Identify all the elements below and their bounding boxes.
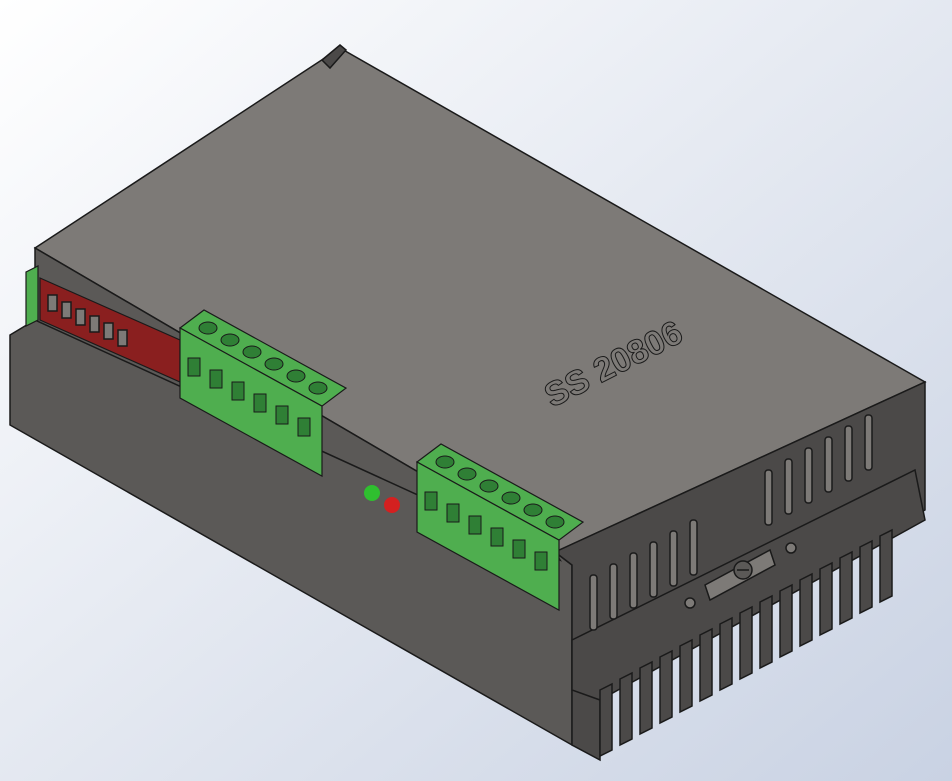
terminal-wire-port[interactable] bbox=[253, 393, 267, 413]
terminal-block-front bbox=[416, 460, 560, 612]
dip-switch[interactable] bbox=[117, 329, 128, 347]
heatsink-fin bbox=[739, 605, 753, 681]
housing-rear-lip bbox=[320, 44, 348, 70]
dip-switch[interactable] bbox=[61, 301, 72, 319]
terminal-wire-port[interactable] bbox=[490, 527, 504, 547]
vent-slot bbox=[804, 447, 813, 504]
terminal-wire-port[interactable] bbox=[512, 539, 526, 559]
terminal-screw-icon[interactable] bbox=[479, 479, 499, 493]
terminal-screw-icon[interactable] bbox=[220, 333, 240, 347]
terminal-wire-port[interactable] bbox=[424, 491, 438, 511]
heatsink-fin bbox=[819, 561, 833, 637]
power-led bbox=[364, 485, 380, 501]
vent-slot bbox=[689, 519, 698, 576]
mounting-hole-left bbox=[684, 597, 696, 609]
terminal-screw-icon[interactable] bbox=[242, 345, 262, 359]
vent-slot bbox=[629, 552, 638, 609]
vent-slot bbox=[784, 458, 793, 515]
heatsink-fin bbox=[719, 616, 733, 692]
terminal-wire-port[interactable] bbox=[187, 357, 201, 377]
vent-slot bbox=[589, 574, 598, 631]
terminal-screw-icon[interactable] bbox=[435, 455, 455, 469]
terminal-wire-port[interactable] bbox=[275, 405, 289, 425]
dip-switch[interactable] bbox=[89, 315, 100, 333]
vent-slot bbox=[824, 436, 833, 493]
heatsink-fin bbox=[859, 539, 873, 615]
heatsink-fins bbox=[599, 528, 893, 758]
vent-slot bbox=[844, 425, 853, 482]
heatsink-fin bbox=[699, 627, 713, 703]
vent-slot bbox=[764, 469, 773, 526]
terminal-screw-icon[interactable] bbox=[457, 467, 477, 481]
vent-slot bbox=[669, 530, 678, 587]
terminal-block-front bbox=[179, 326, 323, 478]
terminal-screw-icon[interactable] bbox=[501, 491, 521, 505]
heatsink-fin bbox=[619, 671, 633, 747]
terminal-screw-icon[interactable] bbox=[286, 369, 306, 383]
terminal-screw-icon[interactable] bbox=[308, 381, 328, 395]
heatsink-fin bbox=[879, 528, 893, 604]
terminal-wire-port[interactable] bbox=[209, 369, 223, 389]
dip-switch[interactable] bbox=[103, 322, 114, 340]
signal-terminal-block[interactable] bbox=[178, 309, 348, 478]
dip-switch[interactable] bbox=[47, 294, 58, 312]
heatsink-fin bbox=[639, 660, 653, 736]
heatsink-vent-slots bbox=[589, 414, 873, 631]
heatsink-fin bbox=[779, 583, 793, 659]
power-terminal-block[interactable] bbox=[415, 443, 585, 612]
vent-slot bbox=[649, 541, 658, 598]
terminal-wire-port[interactable] bbox=[534, 551, 548, 571]
terminal-screw-icon[interactable] bbox=[545, 515, 565, 529]
terminal-wire-port[interactable] bbox=[468, 515, 482, 535]
dip-switch[interactable] bbox=[75, 308, 86, 326]
heatsink-fin bbox=[599, 682, 613, 758]
vent-slot bbox=[864, 414, 873, 471]
terminal-screw-icon[interactable] bbox=[523, 503, 543, 517]
alarm-led bbox=[384, 497, 400, 513]
heatsink-fin bbox=[839, 550, 853, 626]
side-connector[interactable] bbox=[25, 265, 39, 327]
terminal-screw-icon[interactable] bbox=[198, 321, 218, 335]
terminal-wire-port[interactable] bbox=[297, 417, 311, 437]
heatsink-fin bbox=[679, 638, 693, 714]
terminal-screw-icon[interactable] bbox=[264, 357, 284, 371]
terminal-wire-port[interactable] bbox=[446, 503, 460, 523]
mounting-hole-right bbox=[785, 542, 797, 554]
dip-switch-bank[interactable] bbox=[47, 294, 128, 347]
heatsink-fin bbox=[659, 649, 673, 725]
terminal-wire-port[interactable] bbox=[231, 381, 245, 401]
vent-slot bbox=[609, 563, 618, 620]
heatsink-fin bbox=[759, 594, 773, 670]
heatsink-fin bbox=[799, 572, 813, 648]
